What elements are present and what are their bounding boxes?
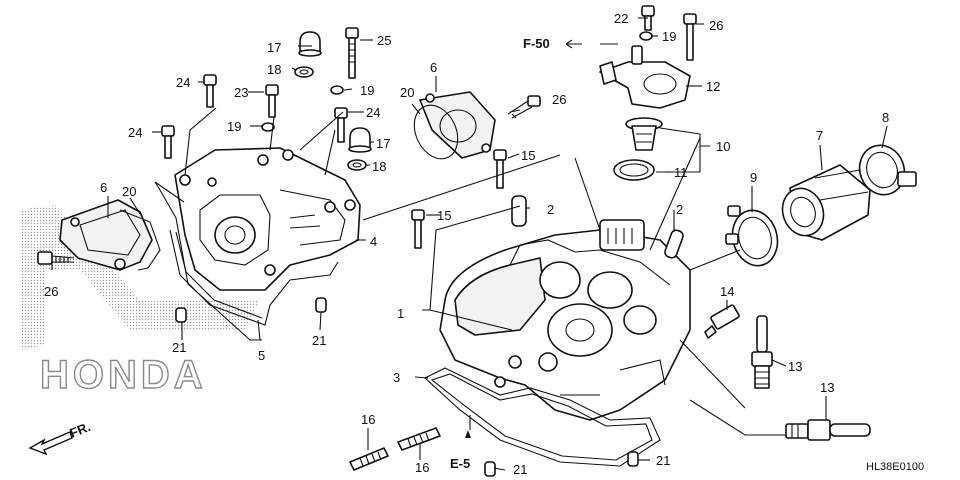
callout-16: 16 [361, 412, 375, 427]
part-11-o-ring [613, 159, 655, 181]
callout-1: 1 [397, 306, 404, 321]
e5-label[interactable]: E-5 [450, 456, 470, 471]
callout-18: 18 [267, 62, 281, 77]
callout-13: 13 [788, 359, 802, 374]
callout-11: 11 [674, 165, 688, 180]
f50-reference[interactable]: F-50 [523, 36, 582, 51]
part-8-band-clamp [858, 144, 917, 196]
callout-15: 15 [521, 148, 535, 163]
drawing-code: HL38E0100 [866, 461, 924, 473]
callout-9: 9 [750, 170, 757, 185]
part-13-spark-plug-a [751, 315, 773, 389]
callout-6: 6 [100, 180, 107, 195]
callout-21: 21 [172, 340, 186, 355]
part-17-cap-nut [298, 31, 322, 57]
e5-reference[interactable]: E-5 [450, 430, 471, 471]
part-4-camshaft-holder [174, 147, 361, 291]
part-16-stud-b [397, 427, 441, 451]
callout-17: 17 [376, 136, 390, 151]
callout-10: 10 [716, 139, 730, 154]
part-12-thermostat-cover [599, 45, 691, 109]
front-label: FR. [68, 419, 93, 441]
callout-19: 19 [360, 83, 374, 98]
part-6-left-cover [59, 199, 153, 271]
callout-7: 7 [816, 128, 823, 143]
part-24-bolt-b [161, 125, 175, 159]
leader-lines [51, 17, 888, 471]
callout-numbers: 1 2 2 3 4 5 6 6 7 8 9 10 11 12 13 13 14 … [44, 11, 889, 477]
callout-16: 16 [415, 460, 429, 475]
callout-21: 21 [513, 462, 527, 477]
part-1-cylinder-head [439, 219, 691, 421]
callout-24: 24 [128, 125, 142, 140]
part-2-dowel-b [664, 229, 684, 259]
callout-8: 8 [882, 110, 889, 125]
callout-2: 2 [676, 202, 683, 217]
callout-19: 19 [662, 29, 676, 44]
part-17-cap-nut-b [348, 127, 372, 153]
f50-label[interactable]: F-50 [523, 36, 550, 51]
callout-5: 5 [258, 348, 265, 363]
part-19-sealing-washer-c [639, 31, 653, 41]
callout-18: 18 [372, 159, 386, 174]
part-18-washer-b [347, 159, 367, 171]
callout-12: 12 [706, 79, 720, 94]
part-26-centre-bolt [507, 95, 541, 119]
part-19-sealing-washer-b [261, 122, 275, 132]
part-20-right-gasket [413, 104, 459, 160]
honda-watermark-text: HONDA [40, 353, 207, 397]
part-20-left-gasket [119, 209, 161, 271]
part-22-bolt [641, 5, 655, 31]
callout-2: 2 [547, 202, 554, 217]
front-direction-arrow: FR. [28, 419, 93, 456]
part-7-insulator [781, 164, 871, 241]
part-24-bolt-c [334, 107, 348, 143]
callout-15: 15 [437, 208, 451, 223]
part-5-holder-gasket [169, 229, 339, 326]
callout-19: 19 [227, 119, 241, 134]
callout-26: 26 [552, 92, 566, 107]
callout-4: 4 [370, 234, 377, 249]
part-24-bolt-a [203, 74, 217, 108]
part-21-dowel-d [627, 451, 639, 467]
callout-6: 6 [430, 60, 437, 75]
part-16-stud-a [349, 447, 389, 471]
part-10-thermostat [625, 117, 663, 151]
callout-26: 26 [709, 18, 723, 33]
callout-21: 21 [312, 333, 326, 348]
part-15-bolt-a [493, 149, 507, 189]
callout-24: 24 [176, 75, 190, 90]
callout-23: 23 [234, 85, 248, 100]
callout-20: 20 [122, 184, 136, 199]
callout-3: 3 [393, 370, 400, 385]
part-21-dowel-b [315, 297, 327, 313]
part-25-stud-bolt [345, 27, 359, 79]
callout-17: 17 [267, 40, 281, 55]
callout-21: 21 [656, 453, 670, 468]
part-18-washer [294, 66, 314, 78]
callout-24: 24 [366, 105, 380, 120]
part-21-dowel-a [175, 307, 187, 323]
part-21-dowel-c [484, 461, 496, 477]
callout-13: 13 [820, 380, 834, 395]
part-19-sealing-washer-a [330, 85, 344, 95]
part-2-dowel-a [511, 195, 527, 227]
part-26-thermo-bolt [683, 13, 697, 61]
part-23-bolt [265, 84, 279, 118]
part-14-temp-sensor [704, 304, 740, 339]
part-13-spark-plug-b [785, 419, 871, 441]
part-9-o-ring [725, 205, 779, 267]
callout-22: 22 [614, 11, 628, 26]
callout-25: 25 [377, 33, 391, 48]
callout-14: 14 [720, 284, 734, 299]
part-26-left-bolt [37, 251, 75, 265]
part-3-head-gasket [424, 367, 661, 467]
part-6-right-cover [419, 91, 496, 159]
callout-20: 20 [400, 85, 414, 100]
part-15-bolt-b [411, 209, 425, 249]
callout-26: 26 [44, 284, 58, 299]
